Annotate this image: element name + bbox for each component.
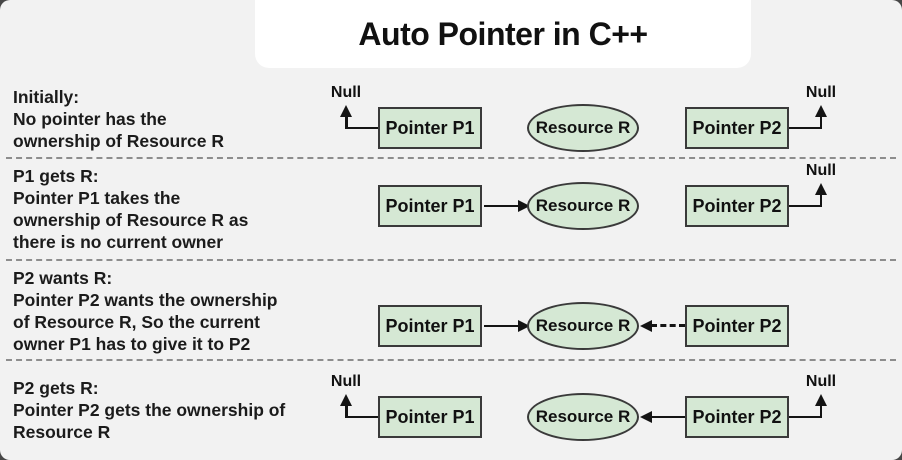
step-heading: Initially: — [13, 87, 80, 107]
step-text: P2 wants R: Pointer P2 wants the ownersh… — [13, 267, 358, 355]
arrow-left-icon — [640, 410, 652, 423]
p2-to-resource-dashed-arrow — [640, 318, 685, 334]
title-card: Auto Pointer in C++ — [255, 0, 751, 68]
p1-null-connector: Null — [331, 371, 378, 418]
resource-r-ellipse: Resource R — [527, 104, 639, 152]
step-row-initially: Initially: No pointer has the ownership … — [0, 80, 902, 158]
resource-r-ellipse: Resource R — [527, 393, 639, 441]
arrow-left-icon — [640, 319, 652, 332]
row-divider — [6, 157, 896, 159]
null-label: Null — [330, 373, 362, 390]
resource-r-ellipse: Resource R — [527, 182, 639, 230]
pointer-p1-box: Pointer P1 — [378, 305, 482, 347]
page-title: Auto Pointer in C++ — [358, 15, 648, 52]
row-divider — [6, 359, 896, 361]
step-heading: P2 wants R: — [13, 268, 113, 288]
arrow-up-icon — [339, 394, 352, 406]
arrow-up-icon — [815, 105, 828, 117]
step-heading: P1 gets R: — [13, 166, 99, 186]
null-label: Null — [330, 84, 362, 101]
step-description: No pointer has the ownership of Resource… — [13, 109, 225, 151]
pointer-p2-box: Pointer P2 — [685, 305, 789, 347]
p2-to-resource-arrow — [640, 409, 685, 425]
step-description: Pointer P2 wants the ownership of Resour… — [13, 290, 278, 354]
null-label: Null — [805, 162, 837, 179]
p1-null-connector: Null — [331, 82, 378, 129]
p1-to-resource-arrow — [484, 318, 530, 334]
step-description: Pointer P1 takes the ownership of Resour… — [13, 188, 249, 252]
pointer-p1-box: Pointer P1 — [378, 107, 482, 149]
null-label: Null — [805, 84, 837, 101]
step-row-p2-gets-r: P2 gets R: Pointer P2 gets the ownership… — [0, 360, 902, 460]
resource-r-ellipse: Resource R — [527, 302, 639, 350]
pointer-p2-box: Pointer P2 — [685, 185, 789, 227]
p1-to-resource-arrow — [484, 198, 530, 214]
step-text: P1 gets R: Pointer P1 takes the ownershi… — [13, 165, 358, 253]
p2-null-connector: Null — [789, 371, 836, 418]
step-text: Initially: No pointer has the ownership … — [13, 86, 358, 152]
step-heading: P2 gets R: — [13, 378, 99, 398]
pointer-p1-box: Pointer P1 — [378, 185, 482, 227]
pointer-p2-box: Pointer P2 — [685, 107, 789, 149]
p2-null-connector: Null — [789, 82, 836, 129]
row-divider — [6, 259, 896, 261]
step-description: Pointer P2 gets the ownership of Resourc… — [13, 400, 286, 442]
pointer-p1-box: Pointer P1 — [378, 396, 482, 438]
arrow-up-icon — [339, 105, 352, 117]
arrow-up-icon — [815, 183, 828, 195]
null-label: Null — [805, 373, 837, 390]
step-row-p2-wants-r: P2 wants R: Pointer P2 wants the ownersh… — [0, 260, 902, 360]
step-row-p1-gets-r: P1 gets R: Pointer P1 takes the ownershi… — [0, 158, 902, 260]
arrow-up-icon — [815, 394, 828, 406]
p2-null-connector: Null — [789, 160, 836, 207]
step-text: P2 gets R: Pointer P2 gets the ownership… — [13, 377, 358, 443]
pointer-p2-box: Pointer P2 — [685, 396, 789, 438]
